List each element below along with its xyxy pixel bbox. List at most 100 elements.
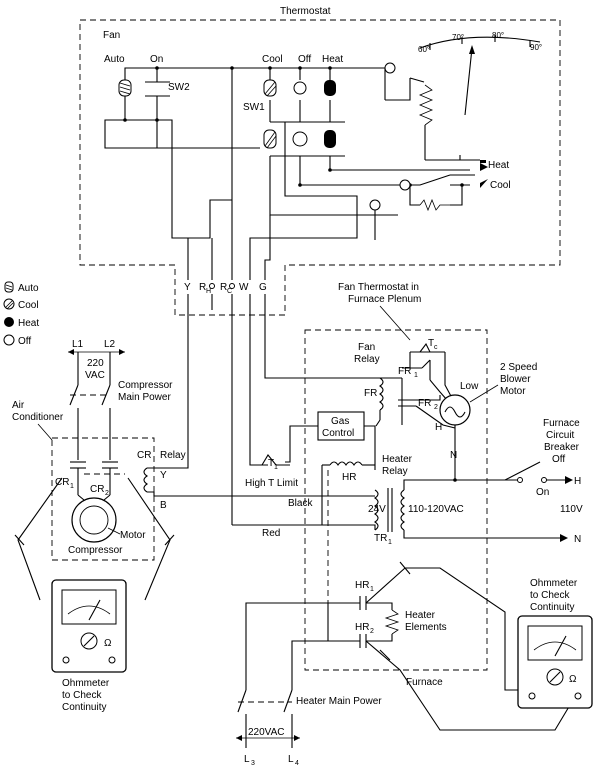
fr-coil-label: FR bbox=[364, 388, 377, 399]
l3-sub: 3 bbox=[251, 760, 255, 767]
fan-thermostat-label-2: Furnace Plenum bbox=[348, 294, 421, 305]
furnace-breaker: Furnace Circuit Breaker Off On H 110V N bbox=[453, 418, 583, 545]
mode-off-label: Off bbox=[298, 54, 311, 65]
24v-label: 24V bbox=[368, 504, 386, 515]
ohmmeter-left-caption-1: Ohmmeter bbox=[62, 678, 110, 689]
hr2-sub: 2 bbox=[370, 628, 374, 635]
ohmmeter-left-symbol: Ω bbox=[104, 638, 112, 649]
relay-b-label: B bbox=[160, 500, 167, 511]
terminal-rc-sub: C bbox=[227, 288, 232, 295]
fr1-sub: 1 bbox=[414, 372, 418, 379]
ohmmeter-left-caption-3: Continuity bbox=[62, 702, 106, 713]
scale-80: 80° bbox=[492, 31, 504, 40]
blower-label-1: 2 Speed bbox=[500, 362, 537, 373]
terminal-strip: Y R H R C W G bbox=[184, 282, 402, 525]
legend-heat-label: Heat bbox=[18, 318, 39, 329]
mode-cool-label: Cool bbox=[262, 54, 283, 65]
blower-motor bbox=[439, 394, 471, 426]
fr2-label: FR bbox=[418, 398, 431, 409]
black-wire-label: Black bbox=[288, 498, 313, 509]
legend-off: Off bbox=[3, 334, 31, 347]
voltage-220: 220 bbox=[87, 358, 104, 369]
ohmmeter-left-caption-2: to Check bbox=[62, 690, 102, 701]
cr2-label: CR bbox=[90, 484, 104, 495]
breaker-on-label: On bbox=[536, 487, 549, 498]
heater-main-power-label: Heater Main Power bbox=[296, 696, 382, 707]
motor-label: Motor bbox=[120, 530, 146, 541]
breaker-label-4: Off bbox=[552, 454, 565, 465]
fan-auto-label: Auto bbox=[104, 54, 125, 65]
legend-heat: Heat bbox=[4, 317, 39, 329]
fan-relay-label-1: Fan bbox=[358, 342, 375, 353]
scale-70: 70° bbox=[452, 33, 464, 42]
gas-control-label-1: Gas bbox=[331, 416, 349, 427]
legend: Auto Cool Heat Off bbox=[3, 281, 39, 347]
furnace: Furnace Fan Thermostat in Furnace Plenum… bbox=[211, 282, 571, 731]
fan-auto-contact bbox=[118, 79, 132, 97]
ac-enclosure bbox=[51, 437, 155, 561]
cr1-sub: 1 bbox=[70, 483, 74, 490]
heater-relay-label-1: Heater bbox=[382, 454, 413, 465]
legend-cool-label: Cool bbox=[18, 300, 39, 311]
thermostat-wiring bbox=[104, 66, 480, 280]
voltage-vac: VAC bbox=[85, 370, 105, 381]
mode-off-contact-top bbox=[293, 81, 307, 95]
temperature-dial: 60° 70° 80° 90° bbox=[418, 31, 542, 116]
scale-60: 60° bbox=[418, 45, 430, 54]
terminal-rh: R bbox=[199, 282, 206, 293]
t1-sub: 1 bbox=[274, 464, 278, 471]
thermostat-title: Thermostat bbox=[280, 6, 331, 17]
fan-thermostat-label-1: Fan Thermostat in bbox=[338, 282, 419, 293]
breaker-n-label: N bbox=[574, 534, 581, 545]
mode-off-contact-bottom bbox=[292, 131, 308, 147]
ac-title-1: Air bbox=[12, 400, 25, 411]
hr2-label: HR bbox=[355, 622, 369, 633]
breaker-label-3: Breaker bbox=[544, 442, 580, 453]
cr2-sub: 2 bbox=[105, 490, 109, 497]
heat-arrow-label: Heat bbox=[488, 160, 509, 171]
mode-cool-contact-bottom bbox=[263, 129, 277, 149]
l4-label: L bbox=[288, 754, 294, 765]
breaker-label-1: Furnace bbox=[543, 418, 580, 429]
hr1-sub: 1 bbox=[370, 586, 374, 593]
breaker-label-2: Circuit bbox=[546, 430, 575, 441]
ohmmeter-right-symbol: Ω bbox=[569, 674, 577, 685]
breaker-110v-label: 110V bbox=[560, 504, 583, 515]
terminal-rh-sub: H bbox=[206, 288, 211, 295]
legend-off-label: Off bbox=[18, 336, 31, 347]
fan-on-label: On bbox=[150, 54, 163, 65]
thermostat-enclosure bbox=[79, 19, 561, 316]
relay-y-label: Y bbox=[160, 470, 167, 481]
tc-label: T bbox=[428, 338, 434, 349]
fr1-label: FR bbox=[398, 366, 411, 377]
scale-90: 90° bbox=[530, 43, 542, 52]
furnace-enclosure bbox=[304, 329, 488, 671]
tr1-sub: 1 bbox=[388, 539, 392, 546]
blower-n-label: N bbox=[450, 450, 457, 461]
l3-label: L bbox=[244, 754, 250, 765]
legend-auto: Auto bbox=[4, 281, 39, 294]
cr-label: CR bbox=[137, 450, 151, 461]
fr2-sub: 2 bbox=[434, 404, 438, 411]
cool-node bbox=[369, 199, 381, 211]
thermostat: Thermostat Fan Auto On SW2 Cool Off Heat… bbox=[79, 6, 561, 525]
l2-label: L2 bbox=[104, 339, 116, 350]
legend-auto-label: Auto bbox=[18, 283, 39, 294]
high-limit-label: High T Limit bbox=[245, 478, 298, 489]
cr1-label: CR bbox=[55, 477, 69, 488]
ohmmeter-right-caption-2: to Check bbox=[530, 590, 570, 601]
breaker-h-label: H bbox=[574, 476, 581, 487]
blower-h-label: H bbox=[435, 422, 442, 433]
hr1-label: HR bbox=[355, 580, 369, 591]
heater-voltage-label: 220VAC bbox=[248, 727, 285, 738]
relay-label: Relay bbox=[160, 450, 186, 461]
anticipator-node bbox=[384, 62, 396, 74]
compressor-label: Compressor bbox=[68, 545, 123, 556]
heater-elements-label-1: Heater bbox=[405, 610, 436, 621]
tr1-label: TR bbox=[374, 533, 387, 544]
heater-main-power: Heater Main Power 220VAC L 3 L 4 bbox=[236, 689, 382, 767]
gas-control-label-2: Control bbox=[322, 428, 354, 439]
terminal-g: G bbox=[259, 282, 267, 293]
terminal-w: W bbox=[239, 282, 249, 293]
